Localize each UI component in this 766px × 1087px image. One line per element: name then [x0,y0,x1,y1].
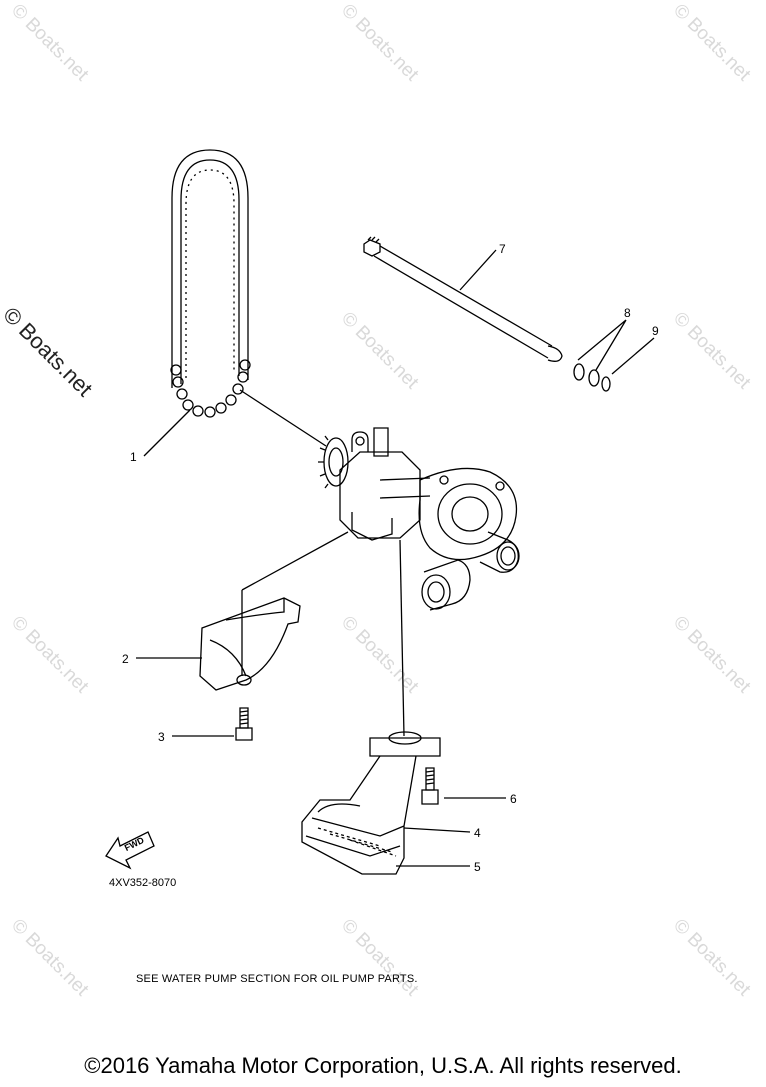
o-rings [573,363,611,392]
diagram-code: 4XV352-8070 [109,877,177,889]
callout-9: 9 [652,324,659,338]
bolt [235,707,253,741]
callout-1: 1 [130,450,137,464]
oil-strainer [301,731,441,875]
cover [199,597,301,691]
copyright: ©2016 Yamaha Motor Corporation, U.S.A. A… [84,1053,682,1078]
bolt [421,767,439,805]
callout-4: 4 [474,826,481,840]
callout-6: 6 [510,792,517,806]
callout-5: 5 [474,860,481,874]
oil-pump-assembly [318,427,520,611]
fwd-arrow-icon [105,831,155,870]
diagram-note: SEE WATER PUMP SECTION FOR OIL PUMP PART… [136,973,418,985]
leader-lines [136,249,655,867]
callout-8: 8 [624,306,631,320]
callout-7: 7 [499,242,506,256]
callout-3: 3 [158,730,165,744]
oil-delivery-pipe [363,236,563,362]
oil-pump-drive-chain [170,149,251,418]
callout-2: 2 [122,652,129,666]
